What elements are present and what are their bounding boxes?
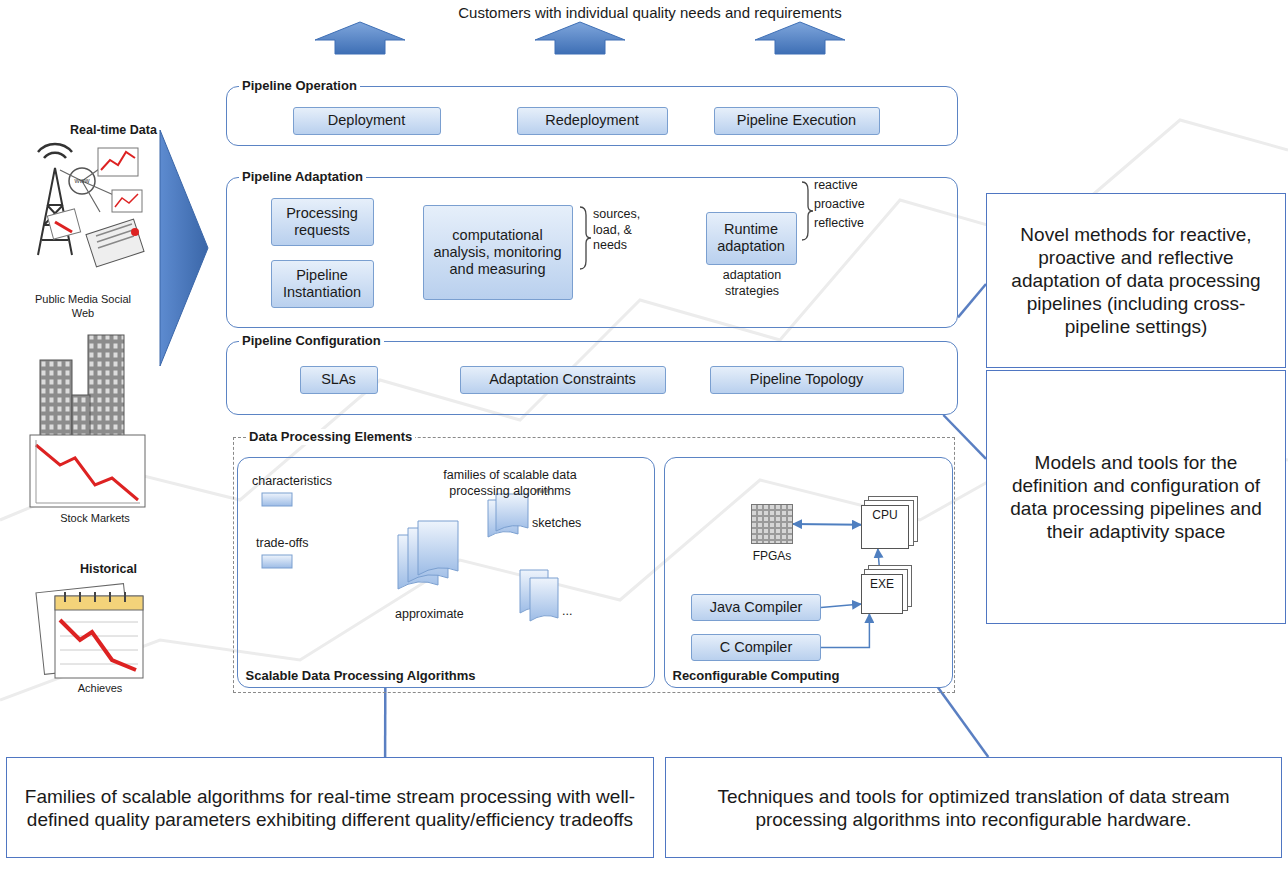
node-label: Adaptation Constraints — [461, 371, 665, 388]
process-box: computational analysis, monitoring and m… — [423, 205, 573, 300]
node-label: Models and tools for the definition and … — [987, 451, 1285, 543]
node-label: Deployment — [294, 112, 440, 129]
stacked-box: CPU — [861, 505, 909, 549]
up-arrows — [315, 22, 845, 54]
group-heading: Scalable Data Processing Algorithms — [246, 668, 476, 684]
note-text: characteristics — [252, 474, 362, 490]
group-panel: Reconfigurable Computing FPGAs CPU EXE Java … — [664, 457, 953, 688]
node-label: Runtime adaptation — [707, 221, 796, 255]
group-heading: Pipeline Operation — [239, 78, 360, 94]
node-label: computational analysis, monitoring and m… — [424, 227, 572, 278]
note-text: ... — [562, 604, 592, 620]
stacked-box: EXE — [861, 574, 903, 614]
chart-windows — [47, 148, 144, 267]
node-label: Families of scalable algorithms for real… — [7, 785, 653, 831]
node-label: CPU — [862, 506, 908, 522]
node-label: Pipeline Execution — [715, 112, 879, 129]
calendar-icon — [36, 584, 143, 678]
callout-box: Models and tools for the definition and … — [986, 370, 1286, 624]
callout-box: Novel methods for reactive, proactive an… — [986, 193, 1286, 368]
icon-text: www — [530, 487, 554, 496]
node-label: C Compiler — [692, 639, 820, 656]
buildings-icon — [30, 335, 145, 507]
node-label: Pipeline Instantiation — [272, 267, 373, 301]
leader-line — [384, 688, 387, 758]
process-box: Redeployment — [517, 107, 668, 135]
node-label: Java Compiler — [692, 599, 820, 616]
note-text: sketches — [532, 516, 612, 532]
note-text: families of scalable data processing alg… — [430, 468, 590, 499]
chip-grid — [751, 504, 793, 544]
arrow-connector — [793, 523, 861, 526]
process-box: Pipeline Execution — [714, 107, 880, 135]
process-box: Deployment — [293, 107, 441, 135]
process-box: Pipeline Topology — [710, 366, 904, 394]
layer-band: Pipeline ConfigurationSLAsAdaptation Con… — [226, 341, 958, 415]
process-box: Pipeline Instantiation — [271, 260, 374, 308]
node-label: Redeployment — [518, 112, 667, 129]
node-label: Novel methods for reactive, proactive an… — [987, 223, 1285, 338]
leader-line — [938, 688, 988, 758]
heading-text: Customers with individual quality needs … — [420, 4, 880, 23]
note-text: proactive — [814, 197, 894, 213]
process-box: Java Compiler — [691, 594, 821, 621]
group-heading: Pipeline Configuration — [239, 333, 384, 349]
node-label: Processing requests — [272, 205, 373, 239]
node-label: Techniques and tools for optimized trans… — [666, 785, 1281, 831]
process-box: C Compiler — [691, 634, 821, 661]
leader-line — [958, 284, 986, 317]
group-heading: Pipeline Adaptation — [239, 169, 366, 185]
note-text: adaptation strategies — [700, 268, 804, 299]
note-text: approximate — [395, 607, 495, 623]
process-box: Runtime adaptation — [706, 212, 797, 265]
arrow-connector — [821, 614, 869, 648]
watermark-chart — [0, 120, 1288, 700]
note-text: trade-offs — [256, 536, 346, 552]
callout-box: Families of scalable algorithms for real… — [6, 757, 654, 858]
algorithm-icons — [262, 493, 558, 621]
node-label: EXE — [862, 575, 902, 591]
process-box: Processing requests — [271, 198, 374, 246]
process-box: SLAs — [300, 366, 378, 394]
source-label: Stock Markets — [40, 512, 150, 526]
icon-text: www — [70, 177, 94, 186]
node-label: Pipeline Topology — [711, 371, 903, 388]
group-frame: Data Processing ElementsScalable Data Pr… — [233, 437, 955, 693]
input-arrow — [160, 130, 208, 366]
arrow-connector — [821, 604, 861, 608]
process-box: Adaptation Constraints — [460, 366, 666, 394]
source-label: Achieves — [45, 682, 155, 696]
layer-band: Pipeline OperationDeploymentRedeployment… — [226, 86, 958, 146]
source-title: Real-time Data — [70, 123, 180, 139]
group-panel: Scalable Data Processing Algorithms — [237, 457, 655, 688]
source-title: Historical — [80, 562, 170, 578]
callout-box: Techniques and tools for optimized trans… — [665, 757, 1282, 858]
note-text: reflective — [814, 216, 894, 232]
note-text: reactive — [814, 178, 894, 194]
braces — [580, 182, 813, 269]
source-label: Public Media Social Web — [28, 293, 138, 321]
group-heading: Reconfigurable Computing — [673, 668, 840, 684]
node-label: SLAs — [301, 371, 377, 388]
fpga-chip: FPGAs — [751, 504, 793, 544]
arrow-connector — [878, 549, 880, 574]
group-heading: Data Processing Elements — [246, 429, 415, 445]
node-label: FPGAs — [731, 549, 813, 563]
note-text: sources, load, & needs — [593, 207, 655, 254]
